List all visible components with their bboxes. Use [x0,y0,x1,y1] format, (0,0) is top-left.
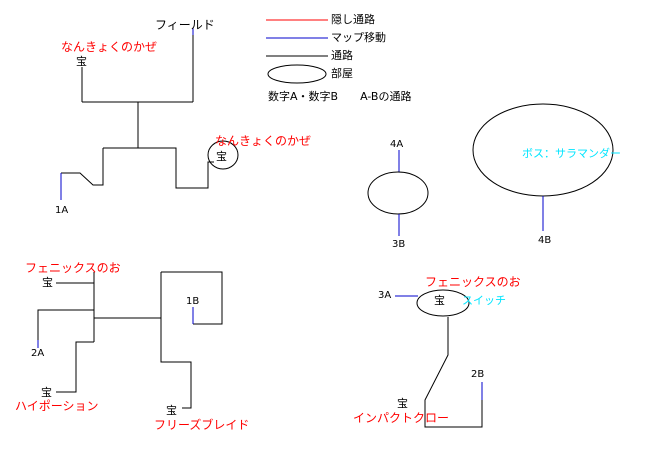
room-top-left [207,140,239,170]
treasure-icon: 宝 [434,294,445,307]
node-label-2b: 2B [471,369,485,380]
boss-label: ボス：サラマンダー [522,147,621,160]
area-bottom-right [395,289,483,428]
treasure-icon: 宝 [166,404,177,417]
treasure-icon: 宝 [41,386,52,399]
treasure-icon: 宝 [42,276,53,289]
switch-label: スイッチ [462,294,506,307]
node-label-1a: 1A [55,205,69,216]
area-bottom-left [37,271,223,409]
item-nankyoku-label: なんきょくのかぜ [61,40,158,54]
node-label-3a: 3A [378,290,392,301]
area-boss [472,103,614,231]
node-label-4a: 4A [390,139,404,150]
legend-mapmove-label: マップ移動 [331,31,386,44]
legend-room-label: 部屋 [331,67,353,80]
legend-hidden-label: 隠し通路 [331,13,375,26]
treasure-icon: 宝 [216,150,227,163]
node-label-3b: 3B [392,239,406,250]
node-label-1b: 1B [186,296,200,307]
field-label: フィールド [155,18,215,32]
item-phoenix-label: フェニックスのお [25,261,121,275]
item-impact-claw-label: インパクトクロー [353,411,450,425]
treasure-icon: 宝 [76,55,87,68]
item-freeze-blade-label: フリーズブレイド [154,418,250,432]
treasure-icon: 宝 [397,397,408,410]
node-label-2a: 2A [31,348,45,359]
legend-room-swatch [267,64,327,84]
legend-notation: 数字A・数字B A-Bの通路 [268,90,412,103]
item-nankyoku-label: なんきょくのかぜ [215,134,312,148]
area-top-left [60,28,239,200]
room-bottom-right [416,289,470,317]
room-mid [367,171,429,215]
item-hipotion-label: ハイポーション [15,399,99,413]
area-mid-room [367,150,429,236]
legend-path-label: 通路 [331,49,353,62]
item-phoenix-label: フェニックスのお [425,275,521,289]
node-label-4b: 4B [538,235,552,246]
